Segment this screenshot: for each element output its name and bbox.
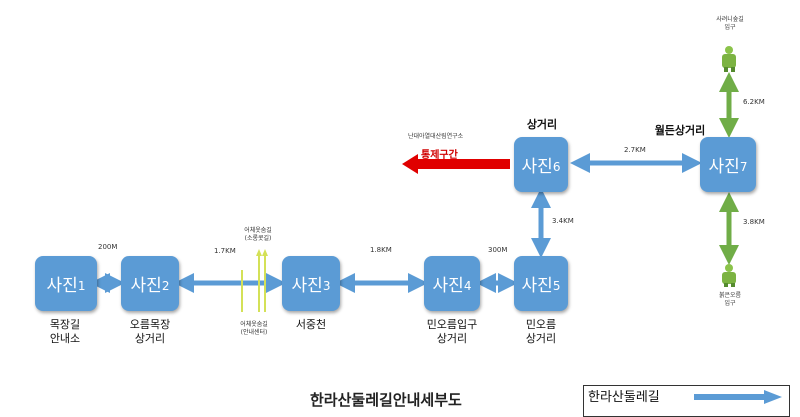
hiker-icon-top [722, 46, 736, 72]
node-1-name: 사진 [46, 276, 78, 296]
node-1-num: 1 [77, 278, 86, 293]
label-node-7: 월든상거리 [654, 124, 706, 137]
distance-2-3: 1.7KM [214, 247, 236, 255]
node-6-name: 사진 [521, 157, 553, 177]
legend-box: 한라산둘레길 [583, 385, 790, 417]
distance-7-down: 3.8KM [743, 218, 765, 226]
node-4-name: 사진 [432, 276, 464, 296]
restricted-arrow [402, 154, 510, 174]
label-node-6: 상거리 [526, 118, 558, 131]
hiker-icon-bottom [722, 264, 736, 287]
node-2-name: 사진 [130, 276, 162, 296]
distance-6-7: 2.7KM [624, 146, 646, 154]
label-node-3: 서중천 [295, 318, 327, 331]
node-6-num: 6 [552, 159, 561, 174]
node-5-num: 5 [552, 278, 561, 293]
distance-4-5: 300M [488, 246, 508, 254]
legend-arrow [694, 390, 782, 404]
distance-5-6: 3.4KM [552, 217, 574, 225]
legend-label: 한라산둘레길 [588, 390, 660, 405]
trail-label-bottom: 어체옷숨길(안내센터) [240, 321, 268, 336]
trail-label-top: 어체옷숨길(소롱콧길) [244, 227, 272, 242]
research-center-label: 난대아열대산림연구소 [408, 133, 464, 140]
node-7-name: 사진 [708, 157, 740, 177]
node-7-num: 7 [739, 159, 748, 174]
node-3-num: 3 [322, 278, 331, 293]
distance-3-4: 1.8KM [370, 246, 392, 254]
node-4-num: 4 [463, 278, 472, 293]
trail-marker-arrowhead [256, 249, 262, 256]
connection-arrows [90, 46, 739, 312]
restricted-section-label: 통제구간 [421, 150, 458, 161]
trail-marker-arrowhead-2 [262, 249, 268, 256]
distance-7-up: 6.2KM [743, 98, 765, 106]
node-3-name: 사진 [291, 276, 323, 296]
distance-1-2: 200M [98, 243, 118, 251]
node-2-num: 2 [161, 278, 170, 293]
node-5-name: 사진 [521, 276, 553, 296]
